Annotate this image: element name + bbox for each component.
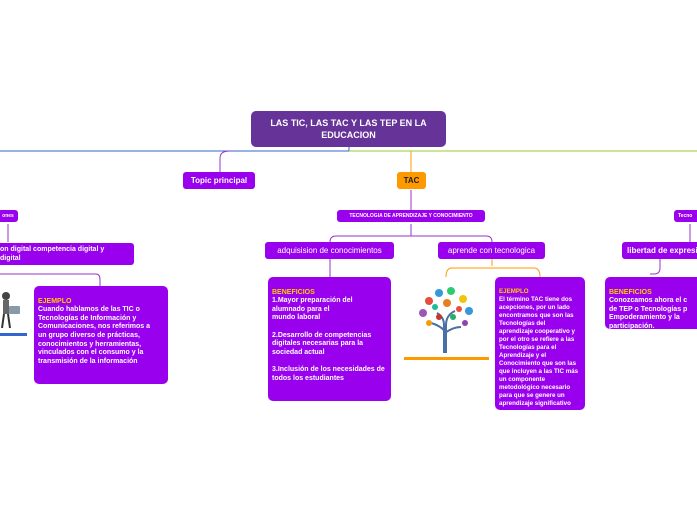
- left-image-underline: [0, 333, 27, 336]
- tac-node[interactable]: TAC: [397, 172, 426, 189]
- right-partial-node[interactable]: Tecno: [674, 210, 697, 222]
- left-partial-node[interactable]: ones: [0, 210, 18, 222]
- left-ejemplo-header: EJEMPLO: [38, 297, 72, 305]
- libertad-expresion-node[interactable]: libertad de expresió: [622, 242, 697, 259]
- adquisicion-node[interactable]: adquisision de conocimientos: [265, 242, 394, 259]
- topic-principal-node[interactable]: Topic principal: [183, 172, 255, 189]
- left-split: [0, 273, 101, 286]
- tree-illustration: [409, 281, 483, 355]
- person-illustration: [0, 288, 22, 334]
- apr-split: [445, 258, 541, 278]
- tac-beneficios-text: 1.Mayor preparación del alumnado para el…: [272, 297, 385, 382]
- left-ejemplo-box[interactable]: EJEMPLO Cuando hablamos de las TIC o Tec…: [34, 286, 168, 384]
- branch-line-left: [0, 147, 350, 152]
- right-beneficios-header: BENEFICIOS: [609, 288, 652, 296]
- subtitle-split: [329, 224, 493, 243]
- right-split: [650, 258, 661, 275]
- root-topic[interactable]: LAS TIC, LAS TAC Y LAS TEP EN LA EDUCACI…: [251, 111, 446, 147]
- competencia-digital-node[interactable]: on digital competencia digital y digital: [0, 243, 134, 265]
- tac-subtitle-node[interactable]: TECNOLOGIA DE APRENDIZAJE Y CONOCIMIENTO: [337, 210, 485, 222]
- tac-ejemplo-header: EJEMPLO: [499, 288, 529, 295]
- left-ejemplo-text: Cuando hablamos de las TIC o Tecnologías…: [38, 306, 151, 365]
- right-beneficios-text: Conozcamos ahora el c de TEP o Tecnologí…: [609, 297, 688, 330]
- tree-image-underline: [404, 357, 489, 360]
- tac-ejemplo-text: El término TAC tiene dos acepciones, por…: [499, 296, 579, 407]
- tac-beneficios-header: BENEFICIOS: [272, 288, 315, 296]
- aprende-tecnologica-node[interactable]: aprende con tecnologica: [438, 242, 545, 259]
- branch-line-topic: [219, 150, 231, 172]
